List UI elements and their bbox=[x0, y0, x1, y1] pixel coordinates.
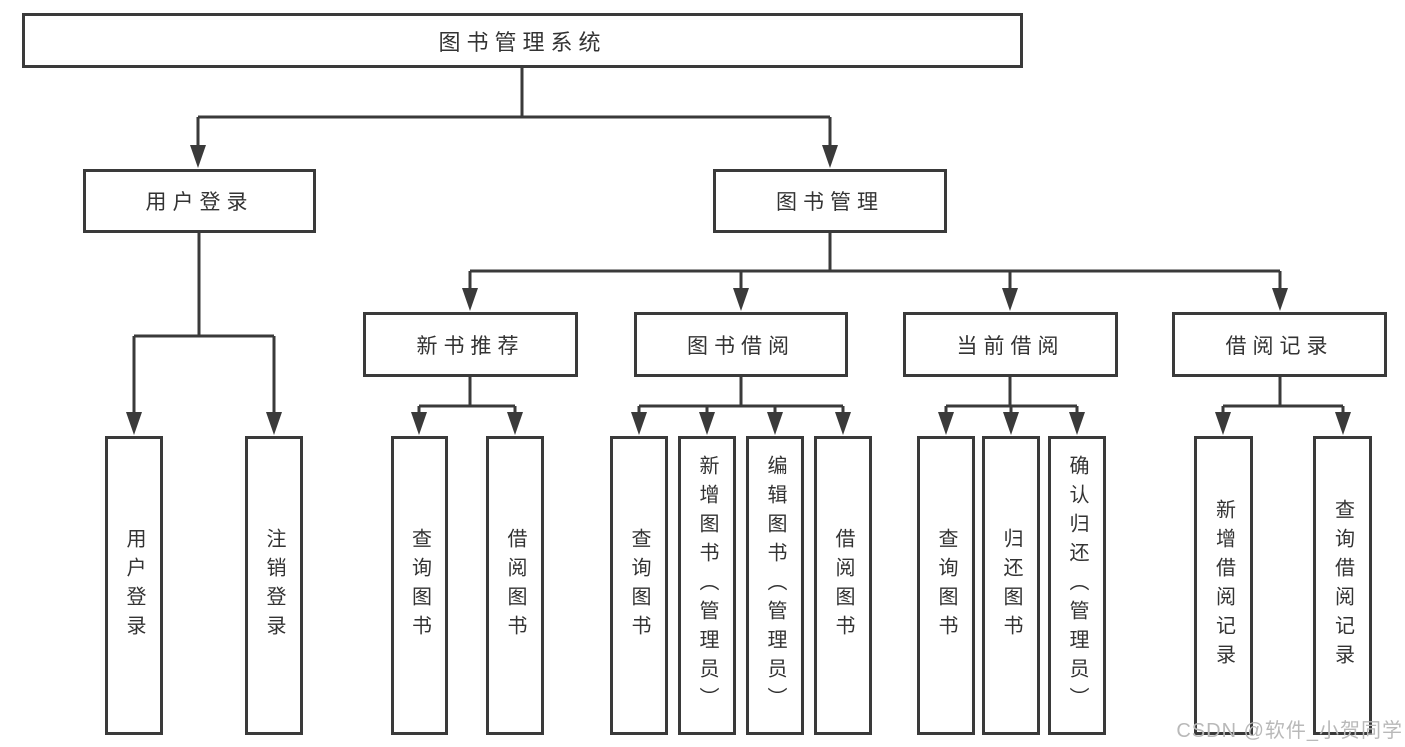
node-label: 图书管理系统 bbox=[438, 29, 607, 55]
node-label: 用户登录 bbox=[145, 191, 254, 214]
arrowhead-icon bbox=[1003, 412, 1019, 435]
node-book-borrow: 图书借阅 bbox=[634, 312, 848, 377]
node-leaf-query-books-1: 查询图书 bbox=[391, 436, 448, 735]
arrowhead-icon bbox=[1002, 288, 1018, 311]
arrowhead-icon bbox=[1215, 412, 1231, 435]
node-label: 编辑图书（管理员） bbox=[764, 455, 786, 716]
node-new-book-recommend: 新书推荐 bbox=[363, 312, 578, 377]
node-leaf-query-books-2: 查询图书 bbox=[610, 436, 668, 735]
node-label: 查询图书 bbox=[935, 527, 957, 644]
arrowhead-icon bbox=[767, 412, 783, 435]
arrowhead-icon bbox=[1335, 412, 1351, 435]
arrowhead-icon bbox=[1272, 288, 1288, 311]
node-label: 借阅图书 bbox=[504, 527, 526, 644]
arrowhead-icon bbox=[507, 412, 523, 435]
arrowhead-icon bbox=[266, 412, 282, 435]
arrowhead-icon bbox=[822, 145, 838, 168]
node-leaf-logout: 注销登录 bbox=[245, 436, 303, 735]
node-label: 借阅记录 bbox=[1225, 334, 1334, 358]
node-leaf-confirm-return-admin: 确认归还（管理员） bbox=[1048, 436, 1106, 735]
node-leaf-borrow-books-1: 借阅图书 bbox=[486, 436, 544, 735]
arrowhead-icon bbox=[190, 145, 206, 168]
node-label: 查询借阅记录 bbox=[1331, 498, 1354, 673]
arrowhead-icon bbox=[462, 288, 478, 311]
arrowhead-icon bbox=[631, 412, 647, 435]
node-label: 新增图书（管理员） bbox=[696, 455, 718, 716]
connector-group bbox=[132, 68, 1345, 414]
connector-path bbox=[637, 377, 845, 414]
arrowhead-icon bbox=[1069, 412, 1085, 435]
connector-path bbox=[196, 68, 832, 147]
node-user-login: 用户登录 bbox=[83, 169, 316, 233]
node-leaf-add-borrow-record: 新增借阅记录 bbox=[1194, 436, 1253, 735]
arrowhead-icon bbox=[126, 412, 142, 435]
connector-path bbox=[132, 233, 276, 414]
node-label: 当前借阅 bbox=[956, 334, 1065, 358]
node-label: 查询图书 bbox=[408, 527, 431, 644]
arrowhead-icon bbox=[411, 412, 427, 435]
node-leaf-user-login: 用户登录 bbox=[105, 436, 163, 735]
node-leaf-return-books: 归还图书 bbox=[982, 436, 1040, 735]
arrowhead-icon bbox=[938, 412, 954, 435]
node-label: 新书推荐 bbox=[416, 334, 525, 358]
arrowhead-group bbox=[126, 145, 1351, 435]
connector-path bbox=[468, 233, 1282, 290]
connector-path bbox=[1221, 377, 1345, 414]
node-leaf-borrow-books-2: 借阅图书 bbox=[814, 436, 872, 735]
node-label: 归还图书 bbox=[1000, 527, 1022, 644]
connector-path bbox=[944, 377, 1079, 414]
node-leaf-edit-book-admin: 编辑图书（管理员） bbox=[746, 436, 804, 735]
node-label: 借阅图书 bbox=[832, 527, 854, 644]
arrowhead-icon bbox=[835, 412, 851, 435]
connector-path bbox=[417, 377, 517, 414]
arrowhead-icon bbox=[699, 412, 715, 435]
node-label: 查询图书 bbox=[628, 527, 650, 644]
node-leaf-add-book-admin: 新增图书（管理员） bbox=[678, 436, 736, 735]
node-leaf-query-books-3: 查询图书 bbox=[917, 436, 975, 735]
node-leaf-query-borrow-record: 查询借阅记录 bbox=[1313, 436, 1372, 735]
node-label: 图书管理 bbox=[776, 191, 884, 214]
node-label: 确认归还（管理员） bbox=[1066, 455, 1088, 716]
arrowhead-icon bbox=[733, 288, 749, 311]
csdn-watermark: CSDN @软件_小贺同学 bbox=[1176, 720, 1403, 742]
node-library-system: 图书管理系统 bbox=[22, 13, 1023, 68]
node-label: 用户登录 bbox=[123, 527, 145, 644]
node-label: 注销登录 bbox=[263, 527, 285, 644]
node-label: 新增借阅记录 bbox=[1212, 498, 1235, 673]
node-borrow-records: 借阅记录 bbox=[1172, 312, 1387, 377]
node-book-management: 图书管理 bbox=[713, 169, 947, 233]
node-current-borrow: 当前借阅 bbox=[903, 312, 1118, 377]
node-label: 图书借阅 bbox=[687, 334, 795, 358]
